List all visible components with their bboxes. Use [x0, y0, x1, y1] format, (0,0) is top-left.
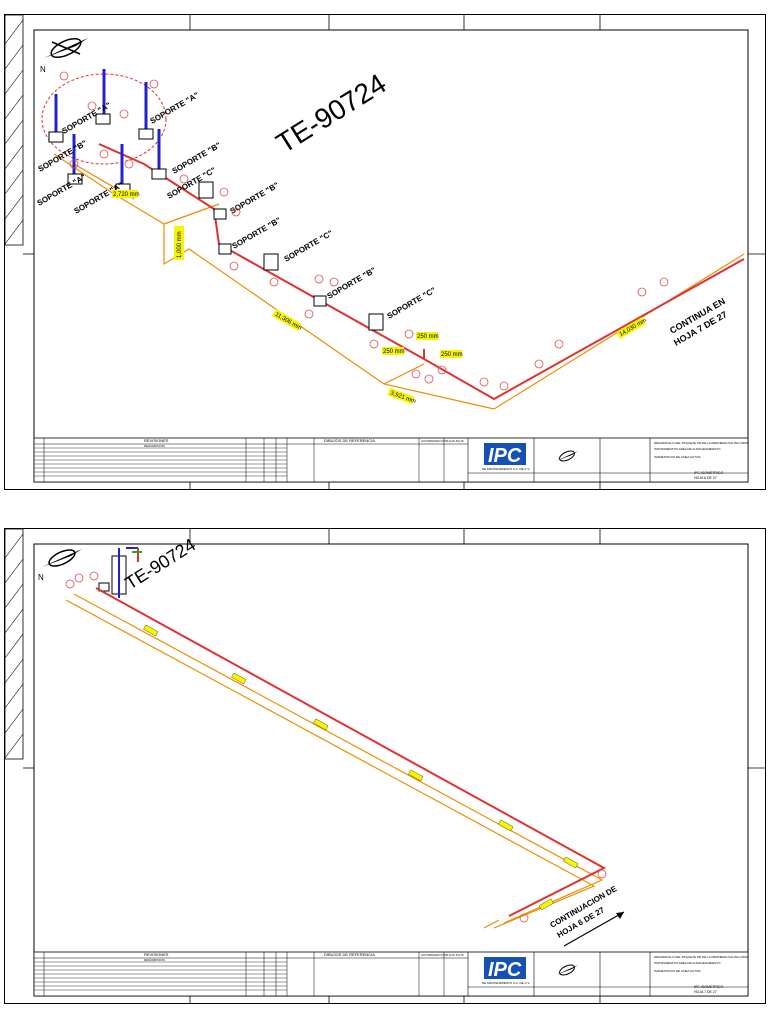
dimension-label: 250 mm — [417, 334, 439, 340]
soporte-label: SOPORTE "A" — [73, 180, 125, 215]
project-title: DESARROLLO DEL PAQUETE PM DE LA REFINERI… — [654, 955, 748, 959]
company-logo: IPC — [484, 443, 526, 467]
north-arrow-icon: N — [40, 37, 88, 74]
project-subtitle: INSTRUMENTOS AREA DE ALMACENAMIENTO — [654, 961, 721, 965]
project-subtitle-2: ISOMETRICOS DE LINEA ACTIVA — [654, 455, 701, 459]
drawing-sheet-1: N TE-90724 — [4, 14, 766, 490]
dimension-label: 11,306 mm — [274, 312, 303, 332]
project-subtitle-2: ISOMETRICOS DE LINEA ACTIVA — [654, 969, 701, 973]
soporte-label: SOPORTE "A" — [149, 90, 201, 125]
project-subtitle: INSTRUMENTOS AREA DE ALMACENAMIENTO — [654, 447, 721, 451]
continuation-arrow-icon — [563, 911, 625, 947]
revisiones-header: REVISIONES — [144, 952, 169, 957]
title-block: REVISIONES DESCRIPCION DIBUJOS DE REFERE… — [33, 437, 749, 483]
drawing-number: IPC-ISOMETRICO — [694, 471, 723, 475]
dimension-label: 250 mm — [441, 352, 463, 358]
descripcion-header: DESCRIPCION — [144, 444, 165, 448]
svg-text:N: N — [40, 65, 46, 74]
sheet-number: HOJA 7 DE 27 — [694, 990, 717, 994]
detail-circle — [41, 73, 167, 165]
instrument-assembly — [98, 547, 142, 598]
soporte-label: SOPORTE "C" — [386, 285, 438, 320]
title-block: REVISIONES DESCRIPCION DIBUJOS DE REFERE… — [33, 951, 749, 997]
dimension-label: 1,000 mm — [177, 231, 183, 258]
continuation-note: CONTINUACION DE HOJA 6 DE 27 — [549, 884, 625, 947]
dimension-lines — [53, 153, 745, 410]
item-balloons — [65, 571, 607, 923]
drawing-number: IPC-ISOMETRICO — [694, 985, 723, 989]
continue-note: CONTINUA EN HOJA 7 DE 27 — [668, 296, 729, 348]
sheet-inner-border — [33, 29, 749, 483]
company-name: DE MANTENIMIENTO S.A. DE C.V. — [482, 981, 530, 985]
soporte-label: SOPORTE "B" — [229, 180, 281, 215]
logo-text: IPC — [488, 959, 522, 981]
tag-number: TE-90724 — [271, 68, 392, 159]
instrument-stands — [54, 69, 161, 184]
sheet-number: HOJA 6 DE 27 — [694, 476, 717, 480]
aprobado-header: AUTORIZADO POR AUX-PLUS — [421, 439, 464, 443]
run-markers — [143, 624, 579, 911]
soporte-labels: SOPORTE "A" SOPORTE "A" SOPORTE "A" SOPO… — [36, 90, 438, 320]
sheet-outer-border — [4, 14, 766, 490]
sheet-outer-border — [4, 528, 766, 1004]
north-arrow-icon — [556, 450, 578, 462]
drawing-sheet-2: N TE-90724 CONTINUACION DE HOJA 6 DE 27 — [4, 528, 766, 1004]
dimension-labels: 2,720 mm 1,000 mm 11,306 mm 3,921 mm 250… — [112, 190, 648, 405]
descripcion-header: DESCRIPCION — [144, 958, 165, 962]
dimension-label: 250 mm — [383, 349, 405, 355]
instrument-boxes — [48, 113, 384, 331]
revisiones-header: REVISIONES — [144, 438, 169, 443]
logo-text: IPC — [488, 445, 522, 467]
company-logo: IPC — [484, 957, 526, 981]
north-arrow-icon — [556, 964, 578, 976]
aprobado-header: AUTORIZADO POR AUX-PLUS — [421, 953, 464, 957]
zone-ticks — [23, 14, 766, 490]
company-name: DE MANTENIMIENTO S.A. DE C.V. — [482, 467, 530, 471]
binding-strip — [4, 528, 24, 760]
dibujos-header: DIBUJOS DE REFERENCIA — [324, 438, 375, 443]
project-title: DESARROLLO DEL PAQUETE PM DE LA REFINERI… — [654, 441, 748, 445]
tag-number: TE-90724 — [122, 535, 200, 594]
soporte-label: SOPORTE "B" — [231, 215, 283, 250]
soporte-label: SOPORTE "B" — [326, 265, 378, 300]
svg-text:N: N — [38, 573, 44, 582]
soporte-label: SOPORTE "C" — [283, 228, 335, 263]
pipe-route — [65, 587, 607, 929]
north-arrow-icon: N — [38, 549, 82, 582]
zone-ticks — [23, 528, 766, 1004]
soporte-label: SOPORTE "A" — [36, 172, 88, 207]
dibujos-header: DIBUJOS DE REFERENCIA — [324, 952, 375, 957]
item-balloons — [59, 71, 669, 391]
binding-strip — [4, 14, 24, 246]
dimension-label: 2,720 mm — [113, 192, 140, 198]
